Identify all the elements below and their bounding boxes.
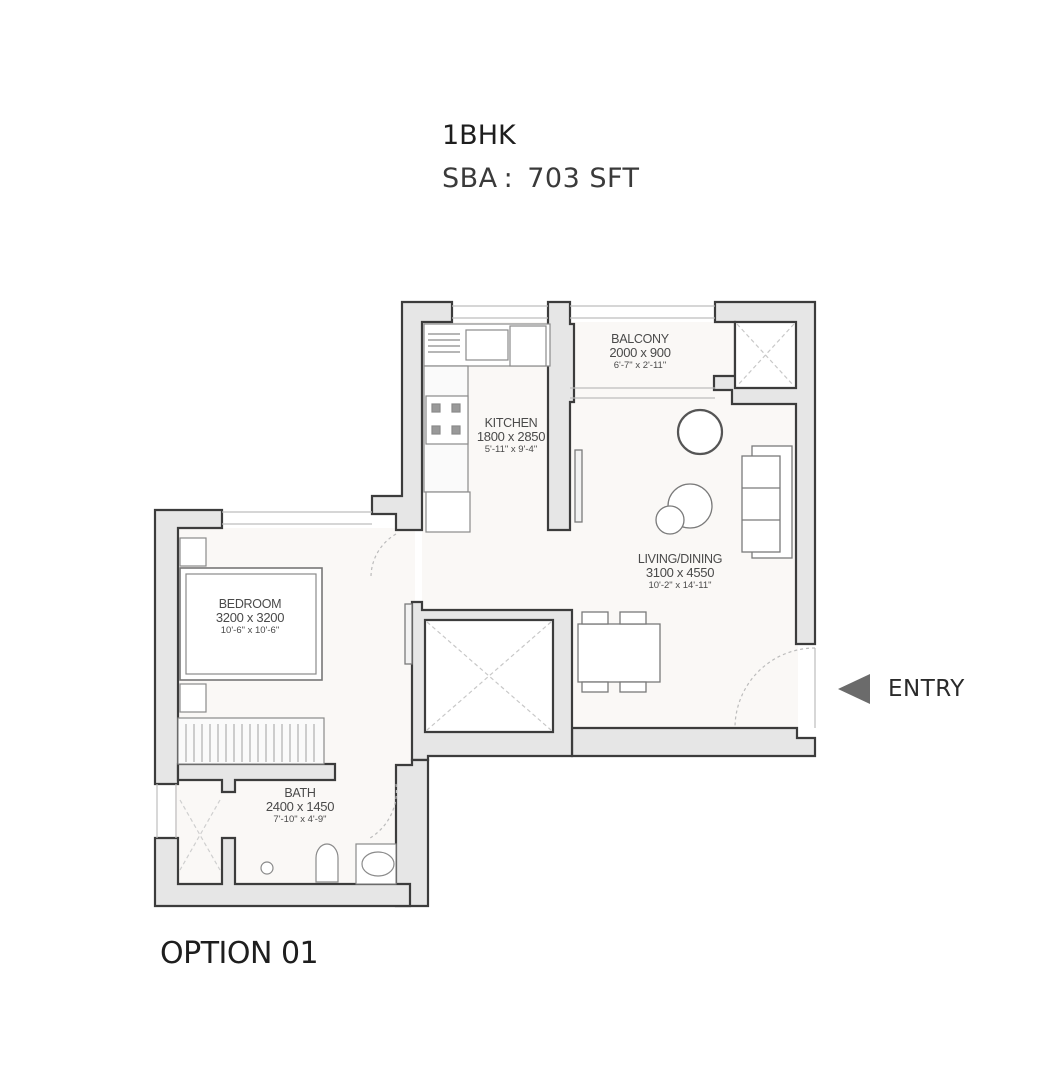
- sba-value: 703 SFT: [527, 163, 640, 194]
- shaft-cross: [426, 323, 795, 731]
- bedroom-furniture: [177, 537, 325, 765]
- windows: [156, 305, 715, 838]
- living-furniture: [404, 408, 793, 693]
- room-label-bedroom: BEDROOM 3200 x 3200 10'-6" x 10'-6": [215, 597, 285, 637]
- bath-fixtures: [179, 799, 397, 885]
- unit-type-title: 1BHK: [442, 120, 516, 151]
- entry-label: ENTRY: [888, 676, 965, 702]
- left-triangle-arrow-icon: [838, 674, 870, 704]
- option-label: OPTION 01: [160, 936, 319, 971]
- room-label-bath: BATH 2400 x 1450 7'-10" x 4'-9": [265, 786, 335, 826]
- room-label-kitchen: KITCHEN 1800 x 2850 5'-11" x 9'-4": [476, 416, 546, 456]
- sba-label: SBA: [442, 163, 498, 194]
- super-built-area: SBA:703 SFT: [442, 163, 640, 194]
- sba-separator: :: [503, 163, 514, 194]
- walls: [153, 300, 817, 908]
- kitchen-fixtures: [423, 323, 551, 533]
- door-swings: [369, 533, 816, 839]
- room-label-living-dining: LIVING/DINING 3100 x 4550 10'-2" x 14'-1…: [637, 552, 723, 592]
- wardrobe-hatching: [185, 724, 315, 762]
- entry-marker: ENTRY: [838, 674, 965, 704]
- room-label-balcony: BALCONY 2000 x 900 6'-7" x 2'-11": [609, 332, 671, 372]
